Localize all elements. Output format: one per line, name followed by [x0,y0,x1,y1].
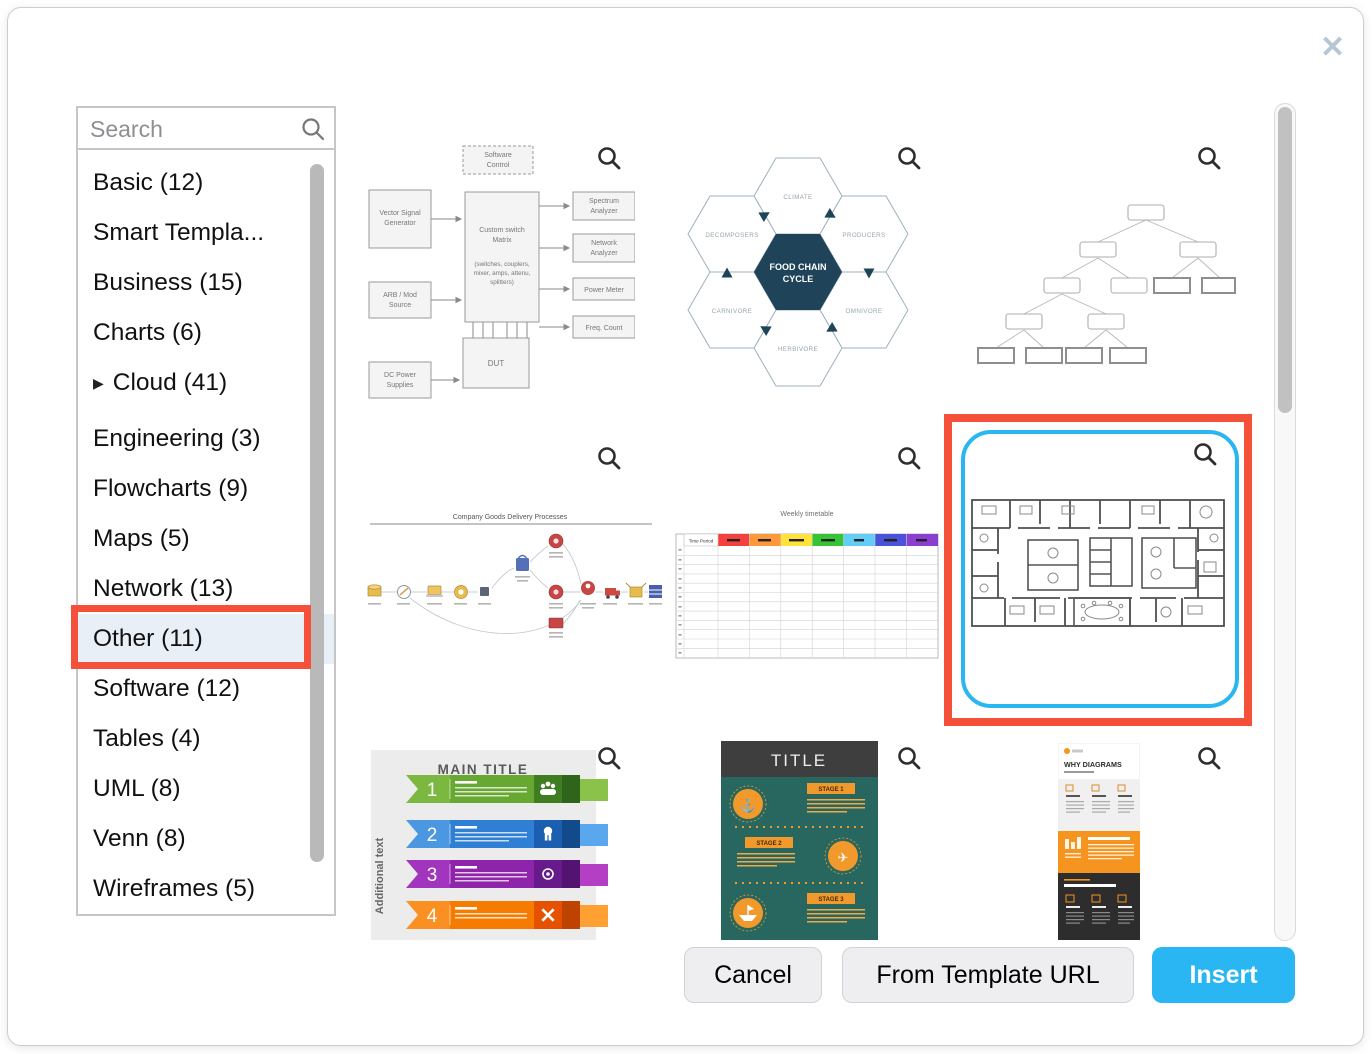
svg-text:MAIN TITLE: MAIN TITLE [438,762,529,777]
svg-text:DECOMPOSERS: DECOMPOSERS [705,232,758,239]
svg-text:DUT: DUT [488,359,505,368]
sidebar-item-flowcharts[interactable]: Flowcharts (9) [93,475,249,502]
sidebar-item-engineering[interactable]: Engineering (3) [93,425,261,452]
preview-zoom-icon[interactable] [596,745,622,771]
svg-text:CLIMATE: CLIMATE [783,194,812,201]
chevron-right-icon[interactable]: ▶ [93,375,104,391]
preview-zoom-icon[interactable] [896,745,922,771]
svg-text:3: 3 [427,865,438,886]
close-icon[interactable]: ✕ [1320,31,1346,64]
sidebar-item-tables[interactable]: Tables (4) [93,725,201,752]
search-icon [302,118,325,141]
template-thumb-title-infographic[interactable]: TITLE ⚓ STAGE 1 STAGE 2 ✈ [721,741,878,940]
svg-text:STAGE 1: STAGE 1 [818,787,844,793]
svg-text:STAGE 3: STAGE 3 [818,897,844,903]
svg-text:1: 1 [427,780,438,801]
svg-text:Weekly timetable: Weekly timetable [780,511,833,518]
svg-text:Analyzer: Analyzer [590,208,618,215]
template-thumb-main-title-infographic[interactable]: MAIN TITLE Additional text 1 [366,746,616,940]
svg-text:Company Goods Delivery Process: Company Goods Delivery Processes [453,514,568,521]
selected-template-border [961,430,1239,708]
sidebar-item-smart-templates[interactable]: Smart Templa... [93,219,265,246]
preview-zoom-icon[interactable] [896,445,922,471]
svg-text:Network: Network [591,240,617,247]
preview-zoom-icon[interactable] [596,145,622,171]
svg-text:mixer, amps, attenu,: mixer, amps, attenu, [474,270,531,277]
svg-text:Source: Source [389,302,411,309]
svg-text:4: 4 [427,906,438,927]
grid-scrollbar-thumb[interactable] [1278,107,1292,413]
svg-text:Control: Control [487,162,510,169]
svg-text:Analyzer: Analyzer [590,250,618,257]
svg-text:2: 2 [427,825,438,846]
sidebar-item-software[interactable]: Software (12) [93,675,241,702]
search-input[interactable] [88,108,292,150]
svg-text:Supplies: Supplies [387,382,414,389]
sidebar-item-network[interactable]: Network (13) [93,575,234,602]
cancel-button[interactable]: Cancel [684,947,822,1003]
insert-button[interactable]: Insert [1152,947,1295,1003]
template-thumb-delivery-process[interactable]: Company Goods Delivery Processes [360,508,665,648]
svg-text:WHY DIAGRAMS: WHY DIAGRAMS [1064,760,1122,769]
svg-text:Spectrum: Spectrum [589,198,619,205]
svg-text:✈: ✈ [838,850,849,865]
template-thumb-weekly-timetable[interactable]: Weekly timetable Time Period [668,500,946,695]
preview-zoom-icon[interactable] [896,145,922,171]
svg-text:Time Period: Time Period [689,539,714,544]
template-dialog: ✕ Basic (12) Smart Templa... Business (1… [7,7,1364,1046]
sidebar-item-maps[interactable]: Maps (5) [93,525,190,552]
annotation-box-floor-plan [944,414,1252,726]
sidebar-item-other[interactable]: Other (11) [78,614,334,664]
svg-text:Matrix: Matrix [492,237,512,244]
svg-text:Vector Signal: Vector Signal [379,210,421,217]
preview-zoom-icon[interactable] [1196,745,1222,771]
template-thumb-test-equipment[interactable]: Software Control Vector Signal Generator… [363,144,635,402]
preview-zoom-icon[interactable] [596,445,622,471]
svg-text:CARNIVORE: CARNIVORE [712,308,752,315]
template-thumb-why-diagrams-poster[interactable]: WHY DIAGRAMS [1058,743,1140,940]
svg-text:Additional text: Additional text [374,837,386,914]
template-thumb-floor-plan[interactable] [970,498,1226,628]
svg-text:⚓: ⚓ [740,798,756,813]
sidebar-item-charts[interactable]: Charts (6) [93,319,202,346]
sidebar-item-uml[interactable]: UML (8) [93,775,181,802]
svg-text:(switches, couplers,: (switches, couplers, [474,261,530,268]
sidebar-item-business[interactable]: Business (15) [93,269,243,296]
sidebar-item-venn[interactable]: Venn (8) [93,825,186,852]
svg-text:HERBIVORE: HERBIVORE [778,346,818,353]
sidebar-item-wireframes[interactable]: Wireframes (5) [93,875,255,902]
template-grid: Software Control Vector Signal Generator… [338,104,1274,940]
svg-text:Custom switch: Custom switch [479,227,525,234]
svg-text:Freq. Count: Freq. Count [586,325,623,332]
svg-text:Generator: Generator [384,220,416,227]
search-box [76,106,336,150]
template-thumb-decision-tree[interactable] [966,190,1236,370]
svg-text:FOOD CHAIN: FOOD CHAIN [770,262,827,272]
svg-text:TITLE: TITLE [771,751,827,770]
from-template-url-button[interactable]: From Template URL [842,947,1134,1003]
sidebar-item-basic[interactable]: Basic (12) [93,169,204,196]
svg-text:Power Meter: Power Meter [584,287,624,294]
svg-text:OMNIVORE: OMNIVORE [846,308,883,315]
svg-text:STAGE 2: STAGE 2 [756,841,782,847]
template-thumb-food-chain[interactable]: CLIMATE PRODUCERS OMNIVORE HERBIVORE CAR… [663,142,935,402]
svg-text:CYCLE: CYCLE [783,274,814,284]
svg-text:ARB / Mod: ARB / Mod [383,292,417,299]
svg-text:DC Power: DC Power [384,372,417,379]
sidebar-scrollbar[interactable] [310,164,324,862]
svg-text:splitters): splitters) [490,279,514,286]
preview-zoom-icon[interactable] [1196,145,1222,171]
annotation-box-other-category [71,605,311,669]
svg-text:PRODUCERS: PRODUCERS [842,232,885,239]
svg-text:Software: Software [484,152,512,159]
sidebar-item-cloud[interactable]: ▶Cloud (41) [93,369,228,396]
category-list: Basic (12) Smart Templa... Business (15)… [76,148,336,916]
